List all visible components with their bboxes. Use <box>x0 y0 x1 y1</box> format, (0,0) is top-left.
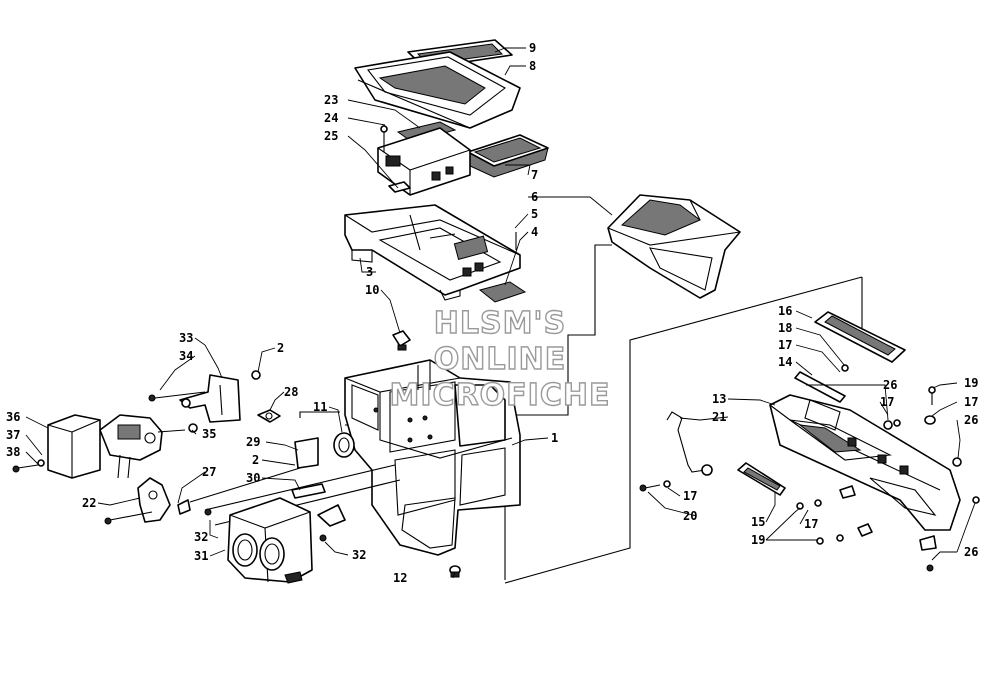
callout-22: 22 <box>82 496 96 510</box>
callout-20: 20 <box>683 509 697 523</box>
part-22-27-carb-boot <box>104 477 191 525</box>
part-17-20-screws-left <box>639 480 671 492</box>
callout-6: 6 <box>531 190 538 204</box>
callout-10: 10 <box>365 283 379 297</box>
callout-35: 35 <box>202 427 216 441</box>
leader-lines <box>25 47 976 579</box>
part-11-boot-ring <box>333 432 355 458</box>
callout-3: 3 <box>366 265 373 279</box>
callout-4: 4 <box>531 225 538 239</box>
callout-19-upper: 19 <box>964 376 978 390</box>
part-21-rod <box>666 411 713 476</box>
part-4-gasket <box>478 281 527 303</box>
callout-labels: 9 8 23 24 25 7 6 5 4 3 10 1 12 11 2 33 3… <box>6 41 978 585</box>
part-18-clip <box>841 364 849 372</box>
callout-17-left: 17 <box>683 489 697 503</box>
callout-38: 38 <box>6 445 20 459</box>
callout-25: 25 <box>324 129 338 143</box>
part-23-24-silencer-assembly <box>377 121 471 196</box>
callout-28: 28 <box>284 385 298 399</box>
callout-21: 21 <box>712 410 726 424</box>
part-16-gasket <box>814 311 906 363</box>
callout-17-mid: 17 <box>880 395 894 409</box>
callout-18: 18 <box>778 321 792 335</box>
callout-30: 30 <box>246 471 260 485</box>
part-2-washer-top <box>251 370 261 380</box>
callout-17-upper: 17 <box>778 338 792 352</box>
watermark-line-2: ONLINE <box>434 342 567 377</box>
callout-11: 11 <box>313 400 327 414</box>
part-31-intake-manifold <box>227 497 313 584</box>
callout-1: 1 <box>551 431 558 445</box>
callout-36: 36 <box>6 410 20 424</box>
callout-8: 8 <box>529 59 536 73</box>
part-32-fasteners <box>204 504 346 542</box>
part-28-clip <box>257 409 281 423</box>
part-33-34-bracket <box>148 374 241 423</box>
part-3-airbox-tray <box>344 204 521 301</box>
callout-12: 12 <box>393 571 407 585</box>
callout-26-right: 26 <box>964 413 978 427</box>
callout-13: 13 <box>712 392 726 406</box>
callout-14: 14 <box>778 355 792 369</box>
watermark: HLSM'S ONLINE MICROFICHE <box>389 305 611 413</box>
part-13-air-duct <box>769 394 961 531</box>
callout-26-upper: 26 <box>883 378 897 392</box>
part-8-airbox-lid <box>354 51 521 129</box>
callout-33: 33 <box>179 331 193 345</box>
callout-2-top: 2 <box>277 341 284 355</box>
callout-19-lower: 19 <box>751 533 765 547</box>
callout-9: 9 <box>529 41 536 55</box>
part-19-17-hardware-right <box>796 386 980 572</box>
watermark-line-1: HLSM'S <box>434 306 566 341</box>
watermark-line-3: MICROFICHE <box>390 378 611 413</box>
callout-17-lower: 17 <box>804 517 818 531</box>
callout-16: 16 <box>778 304 792 318</box>
callout-26-lower: 26 <box>964 545 978 559</box>
callout-15: 15 <box>751 515 765 529</box>
part-27-sleeve <box>189 467 301 503</box>
callout-29: 29 <box>246 435 260 449</box>
callout-24: 24 <box>324 111 338 125</box>
part-15-bracket <box>737 462 786 496</box>
part-14-strip <box>794 371 846 403</box>
callout-27: 27 <box>202 465 216 479</box>
callout-31: 31 <box>194 549 208 563</box>
callout-23: 23 <box>324 93 338 107</box>
part-36-37-38-air-silencer <box>12 414 101 479</box>
part-7-foam-filter <box>467 134 549 178</box>
callout-34: 34 <box>179 349 193 363</box>
callout-5: 5 <box>531 207 538 221</box>
callout-2-mid: 2 <box>252 453 259 467</box>
callout-17-right: 17 <box>964 395 978 409</box>
part-12-grommet <box>449 565 461 578</box>
callout-37: 37 <box>6 428 20 442</box>
part-6-intake-duct <box>607 194 741 299</box>
part-1-airbox-body <box>344 359 521 556</box>
carburetor <box>99 414 198 479</box>
part-29-30-plate <box>204 437 401 526</box>
callout-7: 7 <box>531 168 538 182</box>
callout-32-left: 32 <box>194 530 208 544</box>
part-10-clamp <box>392 330 411 351</box>
callout-32-right: 32 <box>352 548 366 562</box>
